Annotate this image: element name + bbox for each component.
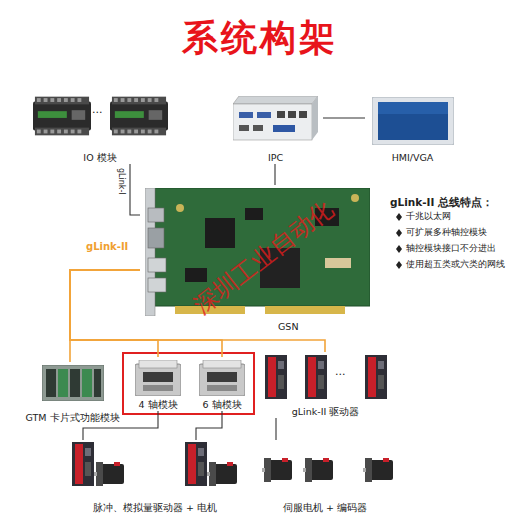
connector xyxy=(130,164,140,215)
monitor-image xyxy=(372,97,454,145)
feature-item: 使用超五类或六类的网线 xyxy=(406,260,505,270)
drive-group: gLink-II 驱动器 xyxy=(258,352,393,418)
bus-name: gLink-II xyxy=(86,241,128,253)
node-label: 6 轴模块 xyxy=(202,399,241,411)
node-label: 脉冲、模拟量驱动器 + 电机 xyxy=(93,502,217,514)
node-label: IO 模块 xyxy=(83,152,116,164)
feature-item: 轴控模块接口不分进出 xyxy=(406,244,496,254)
drive-image xyxy=(365,355,387,399)
node-label: 伺服电机 + 编码器 xyxy=(283,502,367,514)
ellipsis: ... xyxy=(92,104,103,117)
io-module-group: IO 模块 xyxy=(25,92,175,164)
hmi-node: HMI/VGA xyxy=(365,92,460,164)
bus-connector xyxy=(70,270,158,357)
connector-label: gLink-I xyxy=(117,168,126,195)
axis-module-image xyxy=(199,360,245,396)
axis-module: 6 轴模块 xyxy=(194,357,250,411)
bullet-diamond xyxy=(396,261,402,269)
feature-item: 可扩展多种轴控模块 xyxy=(406,228,487,238)
drive-image xyxy=(265,355,287,399)
node-label: GSN xyxy=(278,321,299,333)
io-module-image xyxy=(33,97,91,136)
gtm-image xyxy=(42,365,104,401)
drive-image xyxy=(185,442,207,486)
motor-image xyxy=(94,462,124,486)
bus-connector xyxy=(70,270,140,362)
node-label: 4 轴模块 xyxy=(138,399,177,411)
io-module-image xyxy=(110,97,168,136)
connector xyxy=(196,411,222,440)
drive-image xyxy=(305,355,327,399)
connector xyxy=(275,418,276,440)
bus-connector xyxy=(70,270,222,357)
feature-heading: gLink-II 总线特点： xyxy=(390,196,493,208)
gtm-module: GTM 卡片式功能模块 xyxy=(25,362,120,424)
ellipsis: ... xyxy=(335,366,346,379)
diagram-title: 系统构架 xyxy=(0,14,520,63)
node-label: gLink-II 驱动器 xyxy=(292,406,360,418)
node-label: IPC xyxy=(268,152,283,164)
axis-module: 4 轴模块 xyxy=(130,357,186,411)
feature-item: 千兆以太网 xyxy=(406,212,451,222)
node-label: GTM 卡片式功能模块 xyxy=(25,412,119,424)
bullet-diamond xyxy=(396,229,402,237)
connector xyxy=(323,117,365,118)
drive-image xyxy=(72,442,94,486)
motor-image xyxy=(363,458,393,482)
ipc-node: IPC xyxy=(228,92,323,164)
servo-motor-group: 伺服电机 + 编码器 xyxy=(255,440,395,514)
pulse-drive-group: 脉冲、模拟量驱动器 + 电机 xyxy=(60,440,250,514)
axis-module-image xyxy=(135,360,181,396)
node-label: HMI/VGA xyxy=(392,152,434,164)
bullet-diamond xyxy=(396,245,402,253)
motor-image xyxy=(207,462,237,486)
connector xyxy=(274,164,275,185)
bullet-diamond xyxy=(396,213,402,221)
ipc-image xyxy=(233,96,318,140)
motor-image xyxy=(303,458,333,482)
highlight-frame xyxy=(123,353,254,414)
bus-connector xyxy=(70,270,325,352)
motor-image xyxy=(262,458,292,482)
